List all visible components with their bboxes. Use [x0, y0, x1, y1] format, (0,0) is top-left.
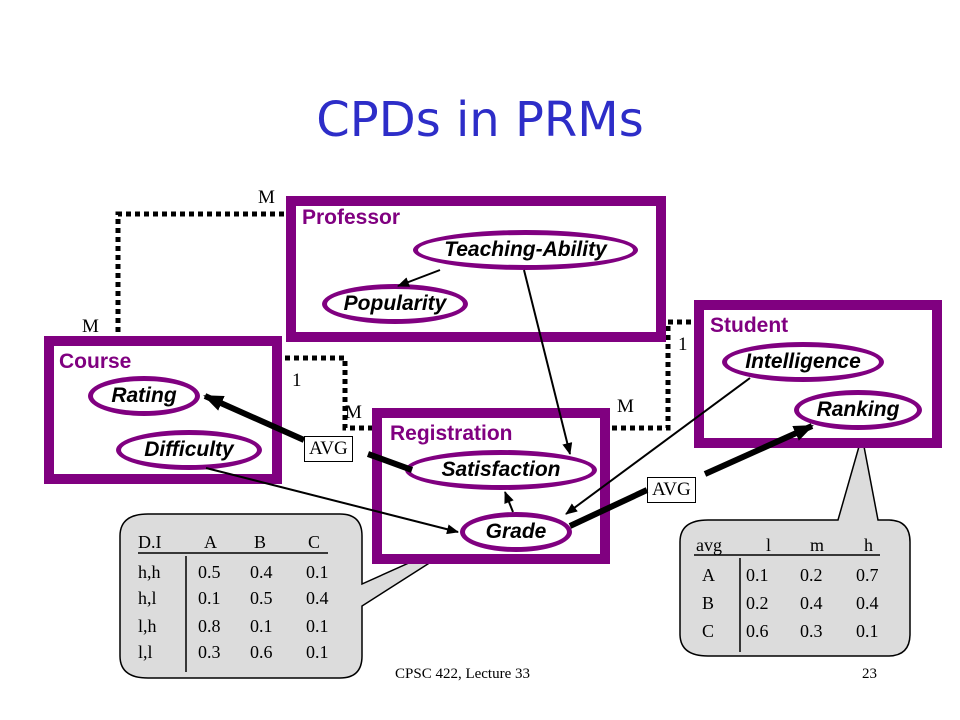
table-header-cell: h: [864, 535, 873, 555]
avg-to-rating-arrow: [203, 393, 306, 443]
course-class-label: Course: [59, 350, 132, 373]
course-professor-link: [115, 211, 292, 341]
popularity-node: Popularity: [322, 284, 468, 324]
cardinality-label: 1: [678, 334, 688, 355]
table-cell: 0.4: [800, 593, 823, 613]
teaching-ability-node: Teaching-Ability: [413, 230, 638, 270]
ranking-node: Ranking: [794, 390, 922, 430]
table-cell: l,l: [138, 642, 153, 662]
table-header-cell: B: [254, 532, 267, 552]
table-cell: 0.1: [198, 588, 221, 608]
professor-class-label: Professor: [302, 206, 401, 229]
avg-aggregator-right: AVG: [647, 477, 696, 503]
cardinality-label: M: [258, 187, 275, 208]
footer-course: CPSC 422, Lecture 33: [395, 666, 530, 682]
rating-node: Rating: [88, 376, 200, 416]
table-cell: 0.1: [856, 621, 879, 641]
table-cell: B: [702, 593, 715, 613]
grade-node: Grade: [460, 512, 572, 552]
slide-title: CPDs in PRMs: [316, 92, 644, 148]
cardinality-label: M: [82, 316, 99, 337]
grade-table-callout: [119, 513, 479, 679]
table-header-cell: D.I: [138, 532, 162, 552]
table-cell: 0.2: [800, 565, 823, 585]
teaching-to-popularity-arrow: [397, 269, 441, 287]
grade-to-avg-line: [568, 487, 649, 529]
table-cell: 0.8: [198, 616, 221, 636]
table-cell: l,h: [138, 616, 157, 636]
intelligence-node: Intelligence: [722, 342, 884, 382]
footer-page-number: 23: [862, 666, 877, 682]
student-class-label: Student: [710, 314, 789, 337]
table-cell: 0.5: [250, 588, 273, 608]
table-cell: 0.2: [746, 593, 769, 613]
table-cell: 0.3: [198, 642, 221, 662]
table-header-cell: m: [810, 535, 825, 555]
table-cell: A: [702, 565, 715, 585]
intelligence-to-grade-arrow: [565, 377, 751, 515]
table-cell: 0.1: [306, 616, 329, 636]
satisfaction-node: Satisfaction: [405, 450, 597, 490]
table-header-cell: A: [204, 532, 217, 552]
table-cell: 0.5: [198, 562, 221, 582]
table-cell: 0.7: [856, 565, 879, 585]
relationship-lines: [115, 211, 700, 431]
course-registration-link: [276, 355, 378, 431]
table-cell: 0.1: [250, 616, 273, 636]
cardinality-label: M: [345, 402, 362, 423]
grade-to-satisfaction-arrow: [504, 491, 514, 513]
table-header-cell: l: [766, 535, 772, 555]
table-cell: 0.1: [746, 565, 769, 585]
ranking-table-callout: [679, 435, 911, 657]
student-registration-link: [604, 319, 700, 431]
cardinality-label: M: [617, 396, 634, 417]
table-cell: 0.4: [306, 588, 329, 608]
teaching-to-satisfaction-arrow: [523, 269, 573, 455]
table-cell: 0.6: [746, 621, 769, 641]
avg-aggregator-left: AVG: [304, 436, 353, 462]
registration-class-label: Registration: [390, 422, 513, 445]
table-cell: 0.1: [306, 642, 329, 662]
table-cell: 0.1: [306, 562, 329, 582]
table-cell: 0.3: [800, 621, 823, 641]
table-header-cell: C: [308, 532, 321, 552]
table-cell: 0.6: [250, 642, 273, 662]
difficulty-node: Difficulty: [116, 430, 262, 470]
difficulty-to-grade-arrow: [205, 467, 459, 535]
table-cell: C: [702, 621, 715, 641]
cardinality-label: 1: [292, 370, 302, 391]
table-cell: h,l: [138, 588, 157, 608]
satisfaction-to-avg-line: [366, 451, 414, 473]
table-cell: 0.4: [856, 593, 879, 613]
table-cell: 0.4: [250, 562, 273, 582]
avg-to-ranking-arrow: [703, 423, 814, 477]
table-header-cell: avg: [696, 535, 722, 555]
table-cell: h,h: [138, 562, 161, 582]
